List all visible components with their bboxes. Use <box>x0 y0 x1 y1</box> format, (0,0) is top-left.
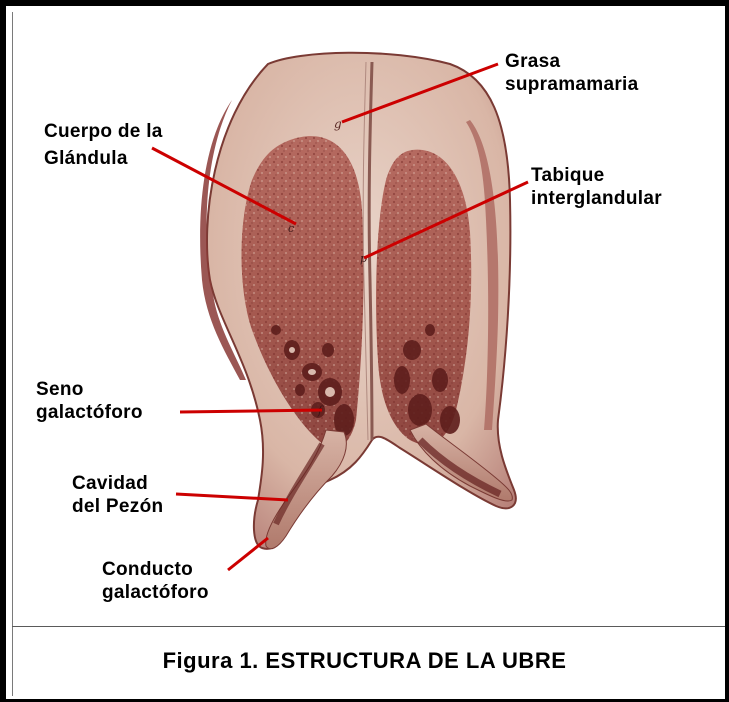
label-conducto-galactoforo: Conducto galactóforo <box>102 558 209 604</box>
label-conducto-line2: galactóforo <box>102 581 209 604</box>
label-seno-line1: Seno <box>36 378 143 401</box>
leader-conducto <box>228 538 268 570</box>
label-cuerpo-line1: Cuerpo de la <box>44 120 163 143</box>
label-tabique-line2: interglandular <box>531 187 662 210</box>
label-cavidad-line2: del Pezón <box>72 495 163 518</box>
label-grasa-supramamaria: Grasa supramamaria <box>505 50 639 96</box>
leader-seno <box>180 410 322 412</box>
specimen-letter-g: g <box>334 117 342 131</box>
label-cuerpo-glandula: Cuerpo de la Glándula <box>44 120 163 170</box>
label-grasa-line2: supramamaria <box>505 73 639 96</box>
label-tabique-line1: Tabique <box>531 164 662 187</box>
label-tabique-interglandular: Tabique interglandular <box>531 164 662 210</box>
label-cuerpo-line2: Glándula <box>44 147 163 170</box>
label-grasa-line1: Grasa <box>505 50 639 73</box>
label-cavidad-line1: Cavidad <box>72 472 163 495</box>
label-seno-line2: galactóforo <box>36 401 143 424</box>
label-seno-galactoforo: Seno galactóforo <box>36 378 143 424</box>
label-cavidad-pezon: Cavidad del Pezón <box>72 472 163 518</box>
figure-caption: Figura 1. ESTRUCTURA DE LA UBRE <box>0 648 729 674</box>
label-conducto-line1: Conducto <box>102 558 209 581</box>
caption-divider <box>12 626 725 627</box>
